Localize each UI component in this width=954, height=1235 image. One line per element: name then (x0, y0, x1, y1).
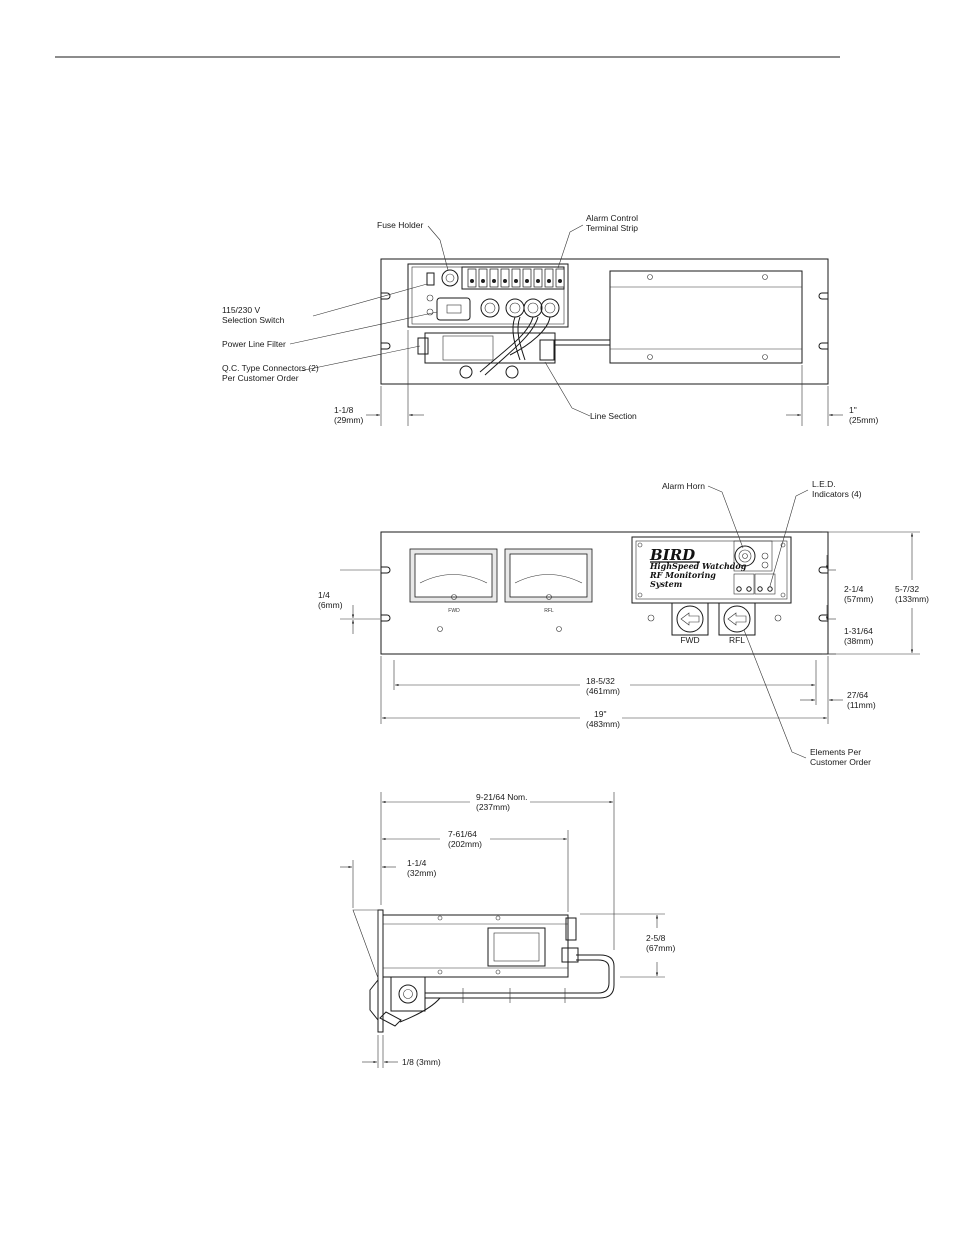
led-indicator (736, 586, 742, 592)
dim-overall-2: (483mm) (586, 719, 620, 729)
side-dim-panel: 1/8 (3mm) (402, 1057, 441, 1067)
terminal-screw (489, 268, 499, 288)
n-connector (480, 298, 500, 318)
fuse-holder (441, 269, 459, 287)
terminal-screw (467, 268, 477, 288)
dim-hole-spacing-2: (57mm) (844, 594, 873, 604)
front-view: FWD RFL BIRD HighSpeed Watchdog RF Monit… (318, 479, 929, 767)
rear-shroud (609, 270, 803, 364)
dim-inner-width-2: (461mm) (586, 686, 620, 696)
qc-connectors-label-2: Per Customer Order (222, 373, 299, 383)
terminal-screw (500, 268, 510, 288)
elements-label-1: Elements Per (810, 747, 861, 757)
terminal-screw (511, 268, 521, 288)
dim-edge-2: (11mm) (847, 700, 876, 710)
selection-switch-label-2: Selection Switch (222, 315, 285, 325)
brand-line-3: System (650, 579, 682, 589)
side-dim-front-1: 1-1/4 (407, 858, 427, 868)
brand-line-1: HighSpeed Watchdog (649, 561, 747, 571)
side-view: 9-21/64 Nom. (237mm) 7-61/64 (202mm) 1-1… (340, 792, 675, 1068)
power-filter-label: Power Line Filter (222, 339, 286, 349)
meter-left: FWD (409, 548, 498, 632)
terminal-screw-head (547, 279, 551, 283)
element-fwd-label: FWD (680, 635, 699, 645)
power-line-filter (436, 297, 471, 321)
terminal-screw-head (492, 279, 496, 283)
dim-height-1: 5-7/32 (895, 584, 919, 594)
rear-left-dim-2: (29mm) (334, 415, 363, 425)
rear-view: Fuse Holder Alarm Control Terminal Strip… (222, 213, 878, 426)
side-dim-body-1: 7-61/64 (448, 829, 477, 839)
led-indicator (767, 586, 773, 592)
fuse-holder-label: Fuse Holder (377, 220, 423, 230)
terminal-screw (544, 268, 554, 288)
led-indicator (746, 586, 752, 592)
terminal-screw (478, 268, 488, 288)
dim-edge-1: 27/64 (847, 690, 869, 700)
dim-lower-2: (38mm) (844, 636, 873, 646)
side-dim-front-2: (32mm) (407, 868, 436, 878)
dim-quarter-2: (6mm) (318, 600, 343, 610)
element-rfl: RFL (718, 602, 756, 645)
dim-quarter-1: 1/4 (318, 590, 330, 600)
watchdog-display-panel: BIRD HighSpeed Watchdog RF Monitoring Sy… (631, 536, 792, 604)
rear-right-dim-1: 1" (849, 405, 857, 415)
alarm-terminal-strip (461, 266, 565, 290)
side-dim-overall-1: 9-21/64 Nom. (476, 792, 528, 802)
side-front-panel (377, 909, 384, 1033)
brand-logo: BIRD (649, 546, 695, 564)
terminal-screw (533, 268, 543, 288)
side-dim-overall-2: (237mm) (476, 802, 510, 812)
line-section (424, 332, 556, 364)
alarm-strip-label-1: Alarm Control (586, 213, 638, 223)
meter-left-label: FWD (448, 608, 460, 614)
terminal-screw-head (536, 279, 540, 283)
rear-left-dim-1: 1-1/8 (334, 405, 354, 415)
alarm-horn-label: Alarm Horn (662, 481, 705, 491)
alarm-strip-label-2: Terminal Strip (586, 223, 638, 233)
selection-switch (426, 272, 435, 286)
terminal-screw-head (525, 279, 529, 283)
terminal-screw-head (514, 279, 518, 283)
element-rfl-label: RFL (729, 635, 745, 645)
led-label-2: Indicators (4) (812, 489, 862, 499)
side-line-section (390, 976, 426, 1012)
elements-label-2: Customer Order (810, 757, 871, 767)
terminal-screw (522, 268, 532, 288)
terminal-screw-head (558, 279, 562, 283)
qc-connectors-label-1: Q.C. Type Connectors (2) (222, 363, 319, 373)
dim-overall-1: 19" (594, 709, 606, 719)
terminal-screw (555, 268, 565, 288)
terminal-screw-head (481, 279, 485, 283)
side-body (382, 914, 569, 978)
line-section-label: Line Section (590, 411, 637, 421)
dim-hole-spacing-1: 2-1/4 (844, 584, 864, 594)
element-fwd: FWD (671, 602, 709, 645)
dim-lower-1: 1-31/64 (844, 626, 873, 636)
led-indicator (757, 586, 763, 592)
rear-right-dim-2: (25mm) (849, 415, 878, 425)
meter-right-label: RFL (544, 608, 554, 614)
terminal-screw-head (470, 279, 474, 283)
dim-inner-width-1: 18-5/32 (586, 676, 615, 686)
meter-right: RFL (504, 548, 593, 632)
terminal-screw-head (503, 279, 507, 283)
selection-switch-label-1: 115/230 V (222, 305, 260, 315)
side-dim-body-2: (202mm) (448, 839, 482, 849)
side-dim-height-2: (67mm) (646, 943, 675, 953)
side-dim-height-1: 2-5/8 (646, 933, 666, 943)
led-label-1: L.E.D. (812, 479, 836, 489)
dim-height-2: (133mm) (895, 594, 929, 604)
alarm-horn (734, 545, 756, 567)
brand-line-2: RF Monitoring (649, 570, 716, 580)
